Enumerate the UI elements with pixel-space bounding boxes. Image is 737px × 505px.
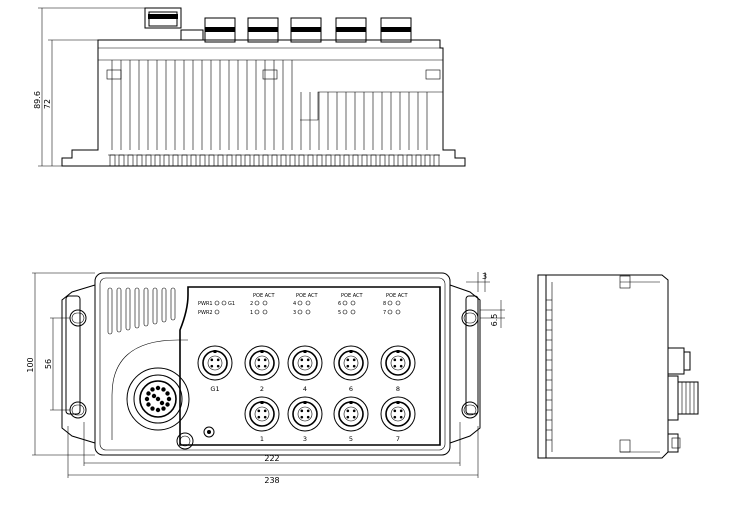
port-label: 7 xyxy=(396,435,400,443)
port-label: 6 xyxy=(349,385,353,393)
led-indicator xyxy=(305,309,311,315)
led-index-label: 3 xyxy=(293,310,296,316)
port-label: 8 xyxy=(396,385,400,393)
led-label-pwr1: PWR1 xyxy=(198,301,213,307)
led-indicator xyxy=(387,300,393,306)
bottom-teeth xyxy=(109,154,440,167)
led-indicator xyxy=(254,309,260,315)
led-label-g1: G1 xyxy=(228,301,235,307)
dim-hole-pitch: 56 xyxy=(44,359,53,369)
led-indicator xyxy=(350,300,356,306)
top-connectors xyxy=(144,7,412,43)
led-indicator xyxy=(342,309,348,315)
m12-port: G1 xyxy=(197,345,233,393)
led-indicator xyxy=(387,309,393,315)
m12-port: 4 xyxy=(287,345,323,393)
m12-ports: G1 2 4 6 8 1 3 5 7 xyxy=(197,345,416,443)
port-label: G1 xyxy=(210,385,219,393)
m12-port: 6 xyxy=(333,345,369,393)
led-index-label: 5 xyxy=(338,310,341,316)
led-index-label: 4 xyxy=(293,301,296,307)
led-index-label: 2 xyxy=(250,301,253,307)
m12-port: 3 xyxy=(287,396,323,443)
port-label: 3 xyxy=(303,435,307,443)
m12-port: 1 xyxy=(244,396,280,443)
poe-act-label: POE ACT xyxy=(253,293,276,299)
led-indicator xyxy=(262,309,268,315)
top-view: 89.6 72 xyxy=(33,7,466,167)
dim-height-body: 72 xyxy=(43,99,52,109)
led-indicator xyxy=(254,300,260,306)
led-indicator xyxy=(262,300,268,306)
port-label: 2 xyxy=(260,385,264,393)
dim-height-front: 100 xyxy=(26,357,35,372)
dim-height-total: 89.6 xyxy=(33,91,42,109)
dim-width-inner: 222 xyxy=(264,454,279,463)
port-label: 5 xyxy=(349,435,353,443)
led-label-pwr2: PWR2 xyxy=(198,310,213,316)
poe-act-label: POE ACT xyxy=(341,293,364,299)
led-indicator xyxy=(297,300,303,306)
led-index-label: 7 xyxy=(383,310,386,316)
power-connector xyxy=(111,339,190,440)
side-view xyxy=(537,274,699,459)
front-fins xyxy=(107,287,176,335)
led-indicator xyxy=(342,300,348,306)
m12-port: 8 xyxy=(380,345,416,393)
port-label: 4 xyxy=(303,385,307,393)
poe-act-label: POE ACT xyxy=(386,293,409,299)
dim-top-offset: 3 xyxy=(482,272,487,281)
led-index-label: 1 xyxy=(250,310,253,316)
port-label: 1 xyxy=(260,435,264,443)
dim-width-total: 238 xyxy=(264,476,279,485)
led-indicator xyxy=(395,309,401,315)
led-index-label: 8 xyxy=(383,301,386,307)
led-indicator xyxy=(297,309,303,315)
led-indicator xyxy=(305,300,311,306)
poe-act-label: POE ACT xyxy=(296,293,319,299)
cooling-fins xyxy=(111,60,443,150)
m12-port: 2 xyxy=(244,345,280,393)
led-indicator xyxy=(350,309,356,315)
led-index-label: 6 xyxy=(338,301,341,307)
m12-port: 7 xyxy=(380,396,416,443)
dim-hole-offset: 6.5 xyxy=(490,314,499,327)
led-indicator xyxy=(395,300,401,306)
m12-port: 5 xyxy=(333,396,369,443)
